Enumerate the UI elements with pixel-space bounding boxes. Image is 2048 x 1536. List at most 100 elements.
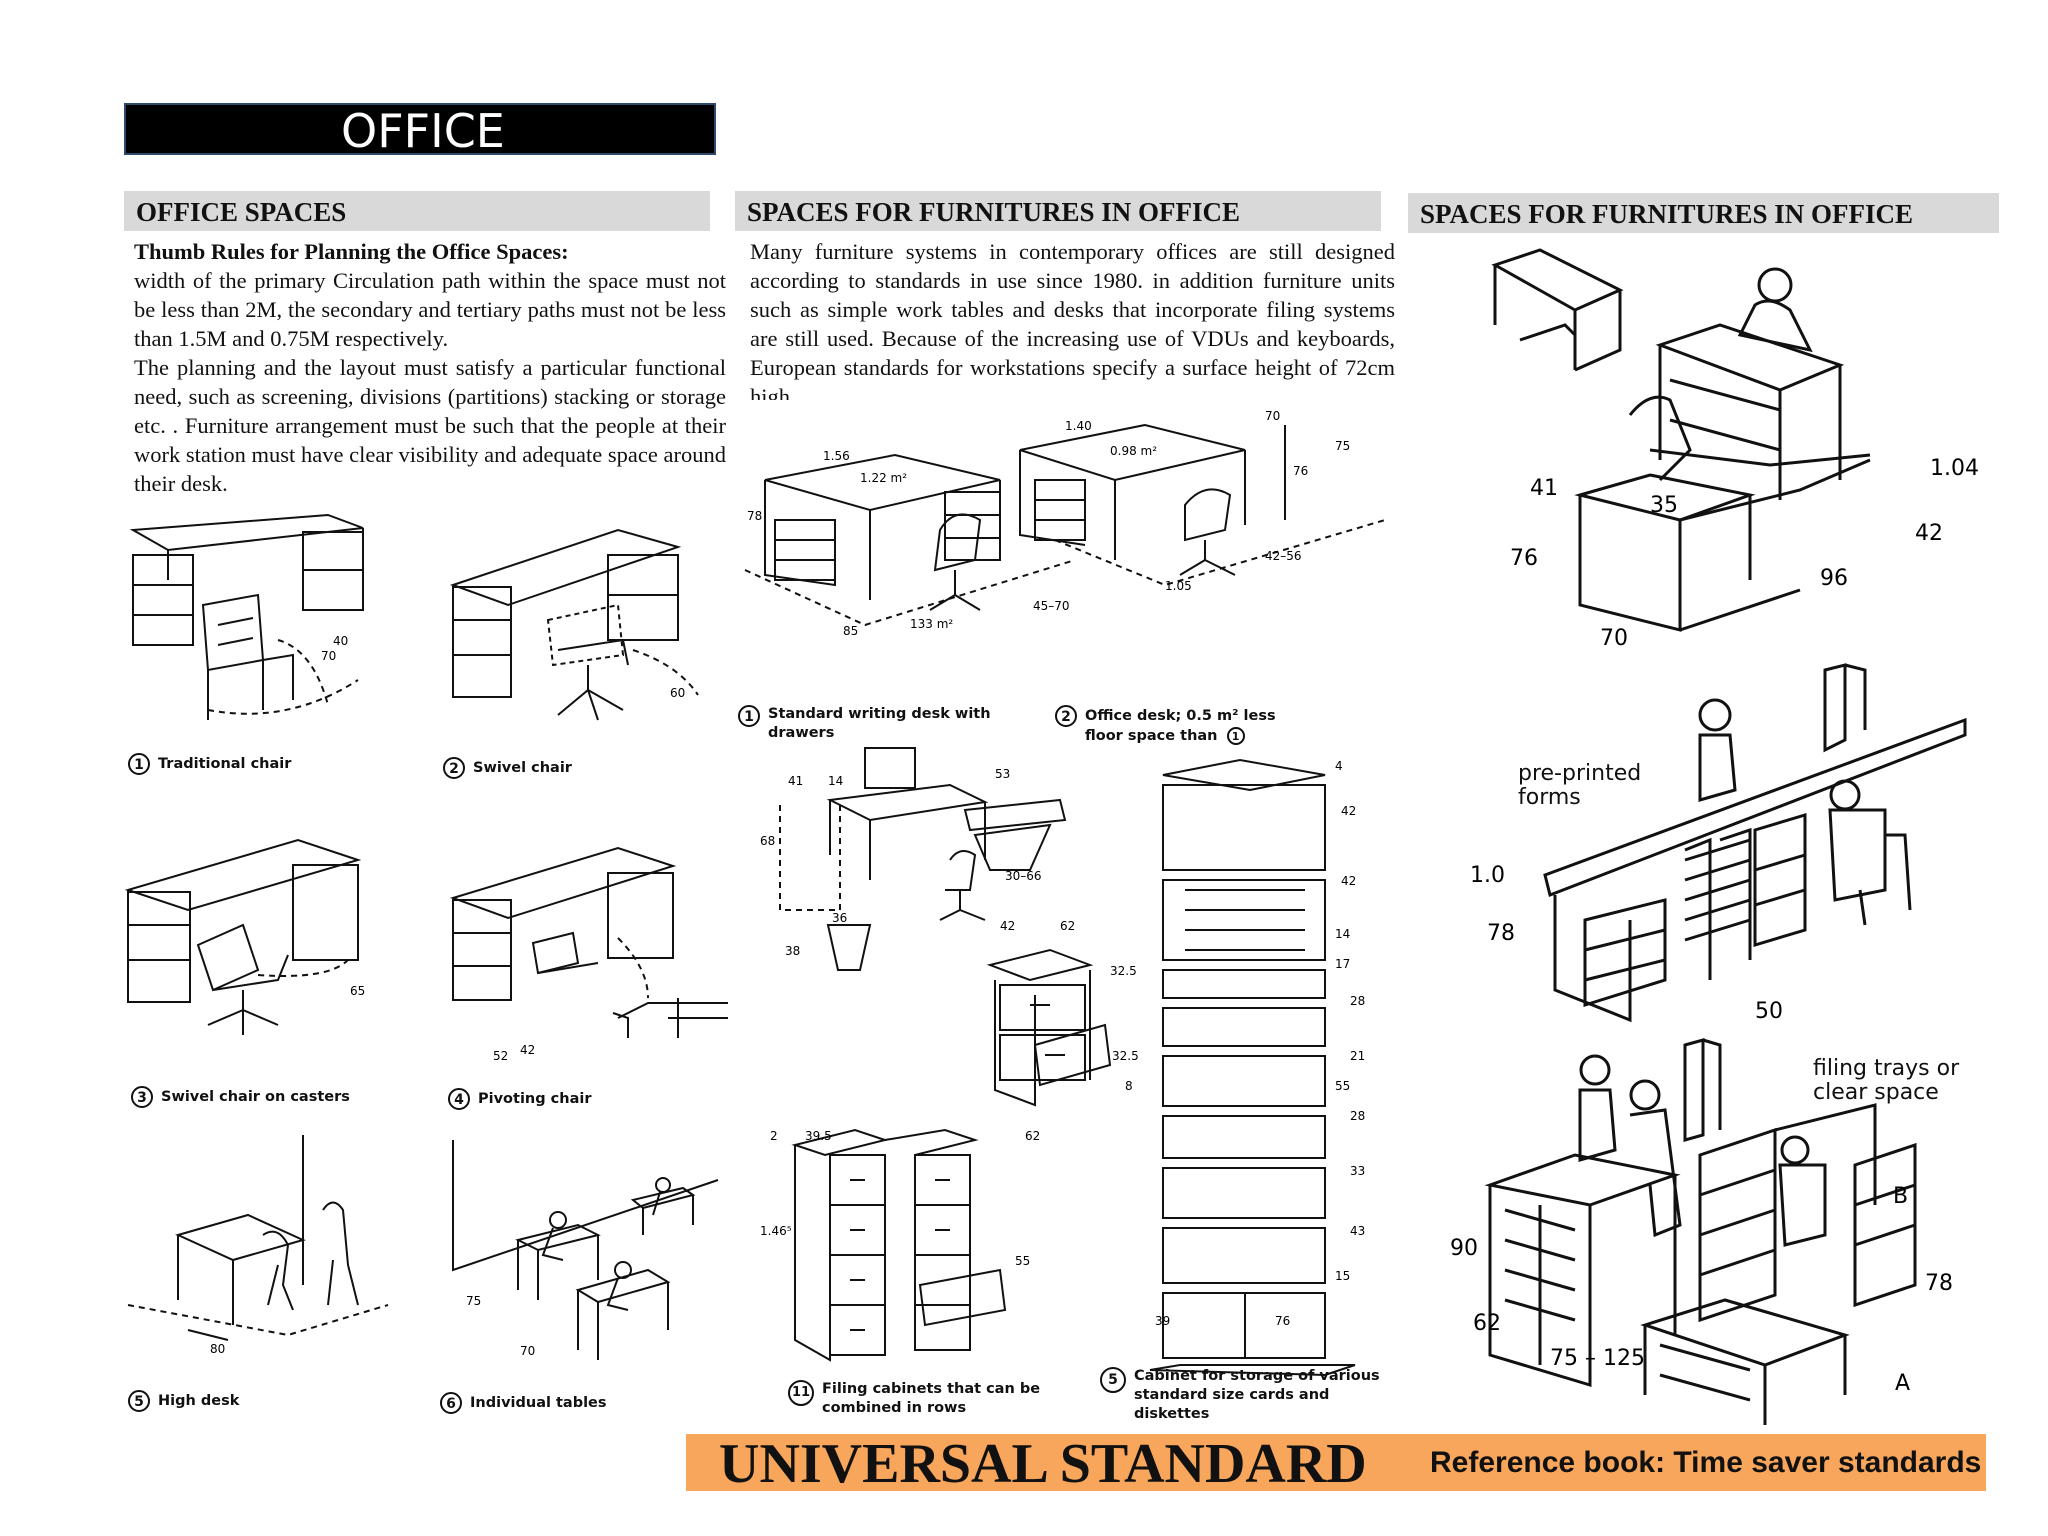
footer-banner: UNIVERSAL STANDARD Reference book: Time … <box>686 1433 1986 1495</box>
small-filing-cabinet-drawing: 32.5 32.5 8 <box>990 950 1139 1120</box>
caption-text: Cabinet for storage of various standard … <box>1134 1368 1380 1422</box>
reception-desk-drawing: 1.04 41 35 42 76 96 70 <box>1490 250 1979 651</box>
fig-ref-number: 1 <box>1226 727 1245 745</box>
dim-78: 78 <box>747 509 762 523</box>
fig-number: 1 <box>738 705 760 727</box>
dim-76: 76 <box>1293 464 1308 478</box>
dim-45-70: 45–70 <box>1033 599 1070 613</box>
caption-traditional-chair: 1 Traditional chair <box>128 753 291 775</box>
dim-62: 62 <box>1060 919 1075 933</box>
label-pre-printed-forms: pre-printed forms <box>1518 761 1642 810</box>
dim-70: 70 <box>321 649 336 663</box>
fig-number: 11 <box>788 1380 814 1406</box>
dim-42-b: 42 <box>1341 874 1356 888</box>
dim-15: 15 <box>1335 1269 1350 1283</box>
dim-14: 14 <box>828 774 843 788</box>
fig-number: 2 <box>443 757 465 779</box>
label-a: A <box>1895 1371 1910 1396</box>
dim-1-0: 1.0 <box>1470 863 1505 888</box>
dim-39-5: 39.5 <box>805 1129 832 1143</box>
caption-text: Traditional chair <box>158 756 292 772</box>
individual-tables-drawing: 75 70 <box>448 1140 728 1360</box>
dim-40: 40 <box>333 634 348 648</box>
dim-70: 70 <box>1600 626 1628 651</box>
dim-28-a: 28 <box>1350 994 1365 1008</box>
caption-text-line2: floor space than <box>1085 728 1218 744</box>
dim-36: 36 <box>832 911 847 925</box>
dim-0-98m2: 0.98 m² <box>1110 444 1157 458</box>
dim-17: 17 <box>1335 957 1350 971</box>
label-filing-trays: filing trays or clear space <box>1813 1056 1960 1105</box>
dim-1-46-5: 1.46⁵ <box>760 1224 792 1238</box>
office-desks-drawing: 1.56 1.22 m² 1.40 0.98 m² 70 75 76 78 85… <box>745 409 1395 638</box>
dim-62: 62 <box>1473 1311 1501 1336</box>
dim-62: 62 <box>1025 1129 1040 1143</box>
section-heading-furniture-1: SPACES FOR FURNITURES IN OFFICE <box>735 191 1381 231</box>
dim-75-125: 75 – 125 <box>1550 1346 1645 1371</box>
pivoting-chair-drawing: 52 42 <box>448 838 728 1063</box>
dim-8: 8 <box>1125 1079 1133 1093</box>
caption-text: Pivoting chair <box>478 1091 592 1107</box>
dim-76: 76 <box>1275 1314 1290 1328</box>
fig-number: 1 <box>128 753 150 775</box>
office-spaces-text: Thumb Rules for Planning the Office Spac… <box>134 237 726 498</box>
swivel-chair-drawing: 60 <box>448 525 718 725</box>
dim-32-5-a: 32.5 <box>1110 964 1137 978</box>
dim-42: 42 <box>1000 919 1015 933</box>
dim-43: 43 <box>1350 1224 1365 1238</box>
dim-32-5-b: 32.5 <box>1112 1049 1139 1063</box>
dim-1-56: 1.56 <box>823 449 850 463</box>
section-heading-office-spaces: OFFICE SPACES <box>124 191 710 231</box>
circulation-paragraph: width of the primary Circulation path wi… <box>134 268 726 351</box>
card-cabinet-drawing: 4 42 42 14 17 28 21 55 28 33 43 15 39 76 <box>1145 759 1365 1330</box>
dim-2: 2 <box>770 1129 778 1143</box>
dim-85: 85 <box>843 624 858 638</box>
dim-42-a: 42 <box>1341 804 1356 818</box>
dim-55: 55 <box>1015 1254 1030 1268</box>
filing-cabinets-rows-drawing: 2 39.5 62 1.46⁵ 55 <box>760 1125 1040 1380</box>
dim-33: 33 <box>1350 1164 1365 1178</box>
caption-standard-writing-desk: 1 Standard writing desk with drawers <box>738 705 1008 743</box>
dim-21: 21 <box>1350 1049 1365 1063</box>
dim-78: 78 <box>1925 1271 1953 1296</box>
caption-text: High desk <box>158 1393 240 1409</box>
counter-forms-drawing: 1.0 78 50 <box>1470 660 1975 1024</box>
dim-35: 35 <box>1650 493 1678 518</box>
caption-text: Individual tables <box>470 1395 607 1411</box>
dim-41: 41 <box>1530 476 1558 501</box>
section-heading-furniture-2: SPACES FOR FURNITURES IN OFFICE <box>1408 193 1999 233</box>
fig-number: 5 <box>128 1390 150 1412</box>
dim-78: 78 <box>1487 921 1515 946</box>
fig-number: 3 <box>131 1086 153 1108</box>
footer-reference: Reference book: Time saver standards <box>1430 1446 1982 1479</box>
dim-14: 14 <box>1335 927 1350 941</box>
dim-76: 76 <box>1510 546 1538 571</box>
furniture-text: Many furniture systems in contemporary o… <box>750 237 1395 400</box>
section-heading-text: OFFICE SPACES <box>136 197 347 227</box>
label-b: B <box>1893 1184 1908 1209</box>
section-heading-text: SPACES FOR FURNITURES IN OFFICE <box>747 197 1241 227</box>
dim-1-04: 1.04 <box>1930 456 1979 481</box>
dim-65: 65 <box>350 984 365 998</box>
dim-68: 68 <box>760 834 775 848</box>
dim-42-56: 42–56 <box>1265 549 1302 563</box>
footer-title: UNIVERSAL STANDARD <box>719 1433 1367 1495</box>
furniture-paragraph: Many furniture systems in contemporary o… <box>750 239 1395 400</box>
fig-number: 2 <box>1055 705 1077 727</box>
dim-4: 4 <box>1335 759 1343 773</box>
traditional-chair-drawing: 40 70 <box>128 510 378 735</box>
caption-text: Standard writing desk with drawers <box>768 706 991 741</box>
workstation-drawing: 41 14 53 68 30–66 36 38 42 62 <box>760 740 1075 980</box>
page-title-bar: OFFICE <box>124 103 716 157</box>
dim-42: 42 <box>1915 521 1943 546</box>
dim-60: 60 <box>670 686 685 700</box>
dim-70: 70 <box>520 1344 535 1358</box>
dim-1-22m2: 1.22 m² <box>860 471 907 485</box>
dim-75: 75 <box>1335 439 1350 453</box>
